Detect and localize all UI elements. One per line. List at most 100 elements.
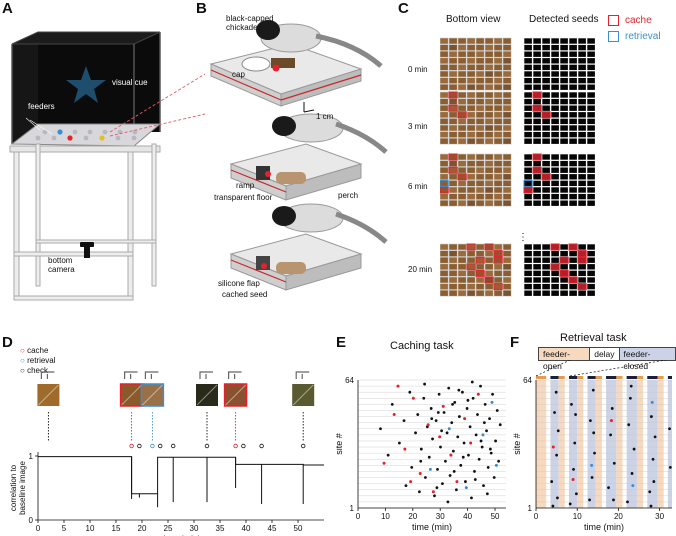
grid-cell [493,131,503,138]
grid-cell [532,243,542,251]
grid-cell [577,243,587,251]
check-point [436,411,440,414]
grid-cell [493,70,503,78]
grid-cell [448,256,458,264]
grid-cell [502,289,512,297]
y-axis-label: site # [512,433,522,455]
grid-cell [466,70,476,78]
grid-cell [466,37,476,45]
grid-cell [493,104,503,112]
grid-cell [559,289,569,297]
cache-point [455,480,459,484]
check-point [485,429,488,433]
grid-cell [502,166,512,174]
check-point [651,457,655,461]
check-point [632,447,636,451]
grid-cell [550,104,560,112]
grid-cell [532,186,542,194]
grid-cell [532,83,542,91]
grid-cell [457,131,467,138]
grid-cell [568,250,578,257]
grid-cell [440,77,449,84]
y-tick-label: 0 [29,516,34,525]
grid-cell [550,44,560,51]
retrieval-point [428,467,432,471]
grid-cell [493,193,503,200]
grid-cell [457,243,467,251]
check-point [554,390,558,394]
phase-band-open [595,380,602,508]
grid-cell [484,166,494,174]
panel-label-e: E [336,334,347,351]
grid-cell [586,270,596,277]
grid-cell [568,199,578,207]
grid-cell [577,263,587,271]
legend-d-check-text: check [27,366,48,375]
grid-cell [484,37,494,45]
check-point [431,437,434,441]
grid-cell [550,186,560,194]
grid-cell [532,263,542,271]
thumbnail-glare [121,384,142,406]
grid-cell [502,276,512,284]
grid-cell [466,91,476,99]
check-point [497,459,500,463]
grid-cell [448,98,458,105]
x-tick-label: 25 [164,524,173,533]
check-point [589,419,592,423]
check-point [456,435,460,439]
grid-cell [559,118,569,125]
check-point [442,411,446,414]
transparent-floor-label: transparent floor [214,193,273,202]
grid-cell [523,118,533,125]
grid-cell [475,243,485,251]
cache-cell [541,173,551,181]
grid-cell [448,70,458,78]
cache-cell [493,283,503,291]
grid-cell [475,70,485,78]
cache-cell [448,166,458,174]
grid-cell [523,180,533,187]
grid-cell [466,199,476,207]
phase-band-closed [587,380,596,508]
phase-band-closed [626,380,637,508]
grid-cell [559,124,569,132]
camera-thumbnail [37,384,60,406]
grid-cell [523,256,533,264]
grid-cell [586,57,596,65]
grid-cell [440,173,449,181]
legend-d-cache-text: cache [27,346,49,355]
grid-cell [502,83,512,91]
grid-cell [550,70,560,78]
grid-cell [448,283,458,290]
grid-cell [457,91,467,99]
y-tick-label: 64 [345,376,354,385]
check-point [588,498,591,502]
grid-cell [475,37,485,45]
grid-cell [466,57,476,65]
cap-label: cap [232,70,245,79]
grid-cell [440,276,449,284]
grid-cell [586,44,596,51]
arena-floor [10,123,162,147]
check-point [568,502,572,506]
check-point [404,484,408,488]
phase-bar-closed [606,376,617,379]
legend-retrieval-label: retrieval [625,31,661,42]
phase-bar-open [536,376,547,379]
grid-cell [448,77,458,84]
grid-cell [502,199,512,207]
grid-cell [502,263,512,271]
grid-cell [532,118,542,125]
grid-cell [475,44,485,51]
grid-cell [541,118,551,125]
grid-cell [586,37,596,45]
grid-cell [448,199,458,207]
grid-cell [550,137,560,145]
grid-cell [577,111,587,119]
grid-cell [541,57,551,65]
grid-cell [532,44,542,51]
grid-cell [484,173,494,181]
grid-cell [577,64,587,71]
x-tick-label: 35 [216,524,225,533]
